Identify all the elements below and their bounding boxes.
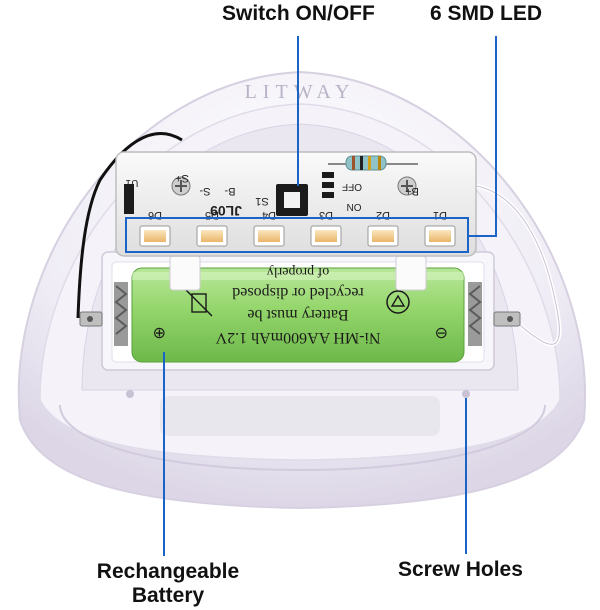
smd-led <box>367 225 399 247</box>
trash-bin-icon <box>185 289 213 317</box>
pcb-screw-right <box>397 176 417 196</box>
screw-hole-left <box>126 390 134 398</box>
battery-minus-symbol: ⊖ <box>435 324 448 343</box>
brand-emboss: LITWAY <box>245 81 356 103</box>
led-label: D2 <box>376 209 390 221</box>
battery-callout: Rechangeable Battery <box>88 560 248 608</box>
callout-lines <box>163 36 497 556</box>
smd-led <box>253 225 285 247</box>
screw-hole-right <box>462 390 470 398</box>
led-label: D5 <box>205 209 219 221</box>
battery-reflection <box>160 396 440 436</box>
pcb-label-s-minus: S- <box>199 185 210 197</box>
battery-callout-line1: Rechangeable <box>96 560 240 583</box>
on-off-switch[interactable] <box>276 184 308 216</box>
pcb-label-s-plus: S+ <box>175 172 189 184</box>
pcb-label-off: OFF <box>342 181 362 192</box>
led-label: D3 <box>319 209 333 221</box>
led-row <box>139 225 456 247</box>
battery-warning-line1: Battery must be <box>247 306 348 323</box>
pcb-label-s1: S1 <box>255 195 268 207</box>
pcb-label-b-plus: B+ <box>405 185 419 197</box>
led-label: D6 <box>148 209 162 221</box>
ic-chip <box>124 184 134 214</box>
smd-led <box>196 225 228 247</box>
switch-callout: Switch ON/OFF <box>222 2 375 25</box>
led-label: D4 <box>262 209 276 221</box>
battery-callout-line2: Battery <box>131 584 205 607</box>
resistor <box>328 155 418 171</box>
battery-warning-line3: of properly <box>267 264 330 279</box>
recycle-icon <box>386 290 410 314</box>
led-label: D1 <box>433 209 447 221</box>
pcb-label-b-minus: B- <box>224 185 235 197</box>
battery-plus-symbol: ⊕ <box>153 324 166 343</box>
battery-warning-line2: recycled or disposed <box>232 284 364 301</box>
battery-label: Ni-MH AA600mAh 1.2V Battery must be recy… <box>153 264 448 346</box>
pcb-label-on: ON <box>347 201 362 212</box>
smd-led <box>139 225 171 247</box>
black-wire <box>76 132 183 319</box>
screw-callout: Screw Holes <box>398 558 523 581</box>
pcb-label-u1: U1 <box>125 177 138 188</box>
pcb-screw-left <box>171 176 191 196</box>
smd-led <box>310 225 342 247</box>
led-callout: 6 SMD LED <box>430 2 543 25</box>
battery-spec-text: Ni-MH AA600mAh 1.2V <box>215 329 380 346</box>
rechargeable-battery <box>131 267 465 363</box>
pcb-model-label: JL09 <box>210 203 242 219</box>
smd-led <box>424 225 456 247</box>
pcb-silkscreen: S+ S- B- B+ S1 U1 OFF ON JL09 <box>125 172 419 219</box>
